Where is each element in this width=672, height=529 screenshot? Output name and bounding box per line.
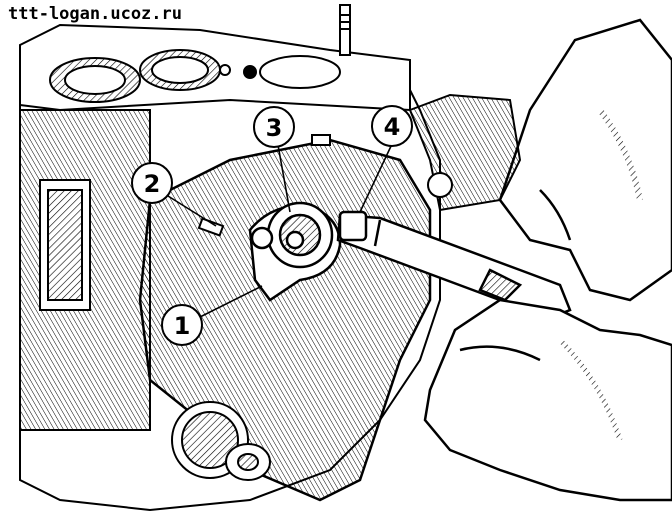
callout-3-label: 3 (266, 114, 283, 142)
leader-lines (167, 143, 393, 319)
callout-2: 2 (131, 162, 173, 204)
callout-4-label: 4 (384, 113, 401, 141)
crank-sprocket (171, 401, 271, 481)
right-casing (408, 93, 522, 212)
head-stud (339, 4, 351, 56)
upper-hand (498, 18, 672, 302)
cover-bolts (197, 134, 331, 237)
callout-3: 3 (253, 106, 295, 148)
callout-4: 4 (371, 105, 413, 147)
callout-2-label: 2 (144, 170, 161, 198)
lower-hand (423, 298, 672, 502)
callout-1-label: 1 (174, 312, 191, 340)
callout-1: 1 (161, 304, 203, 346)
oil-pump-hub (250, 201, 334, 269)
cylinder-head (19, 23, 411, 112)
site-watermark: ttt-logan.ucoz.ru (8, 4, 182, 24)
